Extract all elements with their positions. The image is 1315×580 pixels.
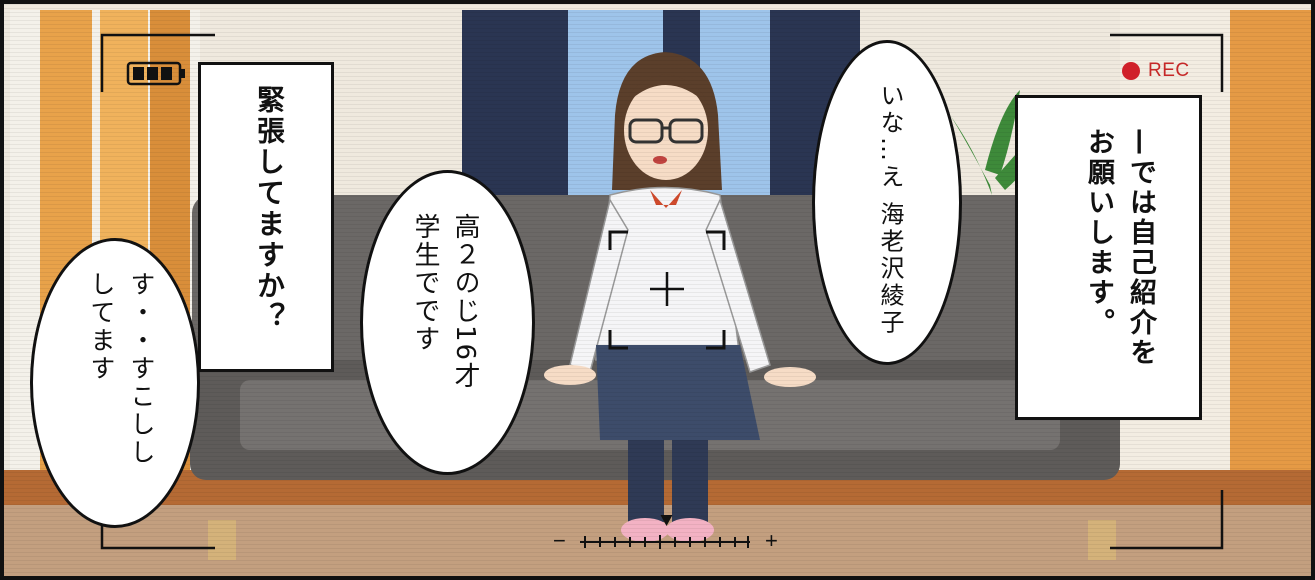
corner-brackets [100,33,1224,550]
zoom-marker-icon [660,515,673,526]
zoom-minus-label: − [553,528,566,553]
zoom-plus-label: + [765,528,778,553]
rec-label: REC [1148,60,1190,81]
interviewer-nervous-text: 緊張してますか？ [253,85,286,333]
speech-bubble-girl-name: いな…え 海老沢綾子 [812,40,962,365]
girl-nervous-text: す・・すこしし してます [87,271,156,467]
battery-bar [161,67,172,80]
center-crosshair-icon [650,272,684,306]
speech-box-interviewer-nervous: 緊張してますか？ [198,62,334,372]
speech-box-interviewer-intro: —では自己紹介を お願いします。 [1015,95,1202,420]
girl-name-text: いな…え 海老沢綾子 [876,83,904,337]
record-dot-icon [1122,62,1140,80]
speech-bubble-girl-nervous: す・・すこしし してます [30,238,200,528]
focus-frame [608,230,726,350]
interviewer-intro-text: —では自己紹介を お願いします。 [1083,128,1156,368]
battery-bar [133,67,144,80]
right-window-frame [1230,10,1315,490]
speech-bubble-girl-grade: 高２のじ16才 学生でです [360,170,535,475]
zoom-ruler [580,535,750,549]
girl-grade-text: 高２のじ16才 学生でです [410,213,480,391]
battery-bar [147,67,158,80]
rec-indicator: REC [1122,60,1190,82]
battery-icon [126,61,185,86]
girl-character [544,52,816,542]
